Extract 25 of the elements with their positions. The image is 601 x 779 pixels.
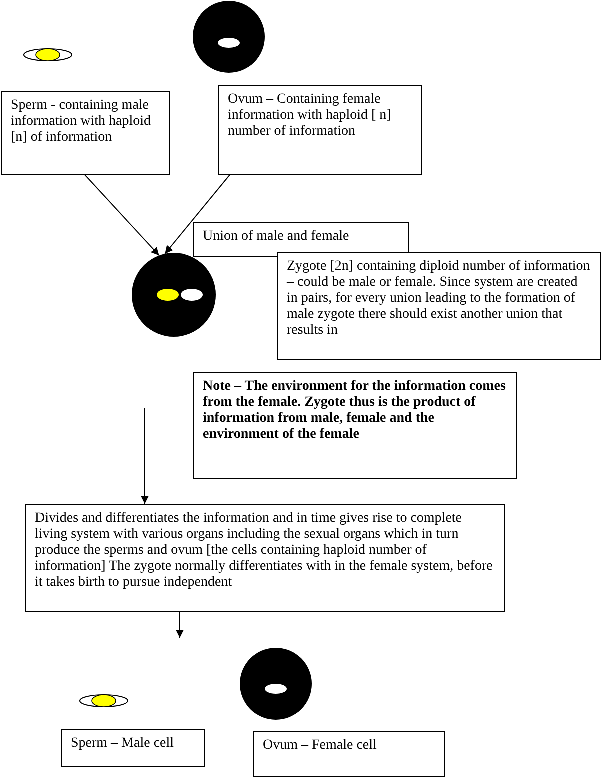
cell-drawing <box>80 694 128 708</box>
box-text: Sperm – Male cell <box>71 736 176 752</box>
text-box <box>218 85 422 175</box>
text-box <box>61 729 205 767</box>
box-text: Note – The environment for the information comes from the female. Zygote thus is the product of information from male, female and the environment of the female <box>203 379 507 443</box>
box-text: Sperm - containing male information with haploid [n] of information <box>11 98 152 146</box>
cell-drawing <box>193 1 265 73</box>
box-text: Union of male and female <box>203 229 350 245</box>
text-box <box>253 731 445 777</box>
box-text: Ovum – Female cell <box>263 738 378 754</box>
box-text: Ovum – Containing female information with haploid [ n] number of information <box>228 92 392 140</box>
cell-drawing <box>24 48 72 62</box>
text-box <box>277 252 601 360</box>
arrow <box>141 408 149 504</box>
cell-drawing <box>240 648 312 720</box>
arrow <box>84 174 160 256</box>
arrow <box>176 612 184 638</box>
text-box <box>193 222 409 257</box>
arrow <box>164 174 230 254</box>
box-text: Zygote [2n] containing diploid number of information – could be male or female. Since system are created in pairs, for every union leading to the formation of male zygote there should exist another union that results in <box>287 259 591 339</box>
text-box <box>25 504 505 612</box>
text-box <box>1 91 170 175</box>
box-text: Divides and differentiates the information and in time gives rise to complete living system with various organs including the sexual organs which in turn produce the sperms and ovum [the cells containing haploid number of information] The zygote normally differentiates with in the female system, before it takes birth to pursue independent <box>35 511 494 591</box>
cell-drawing <box>132 253 216 337</box>
text-box <box>193 372 517 479</box>
